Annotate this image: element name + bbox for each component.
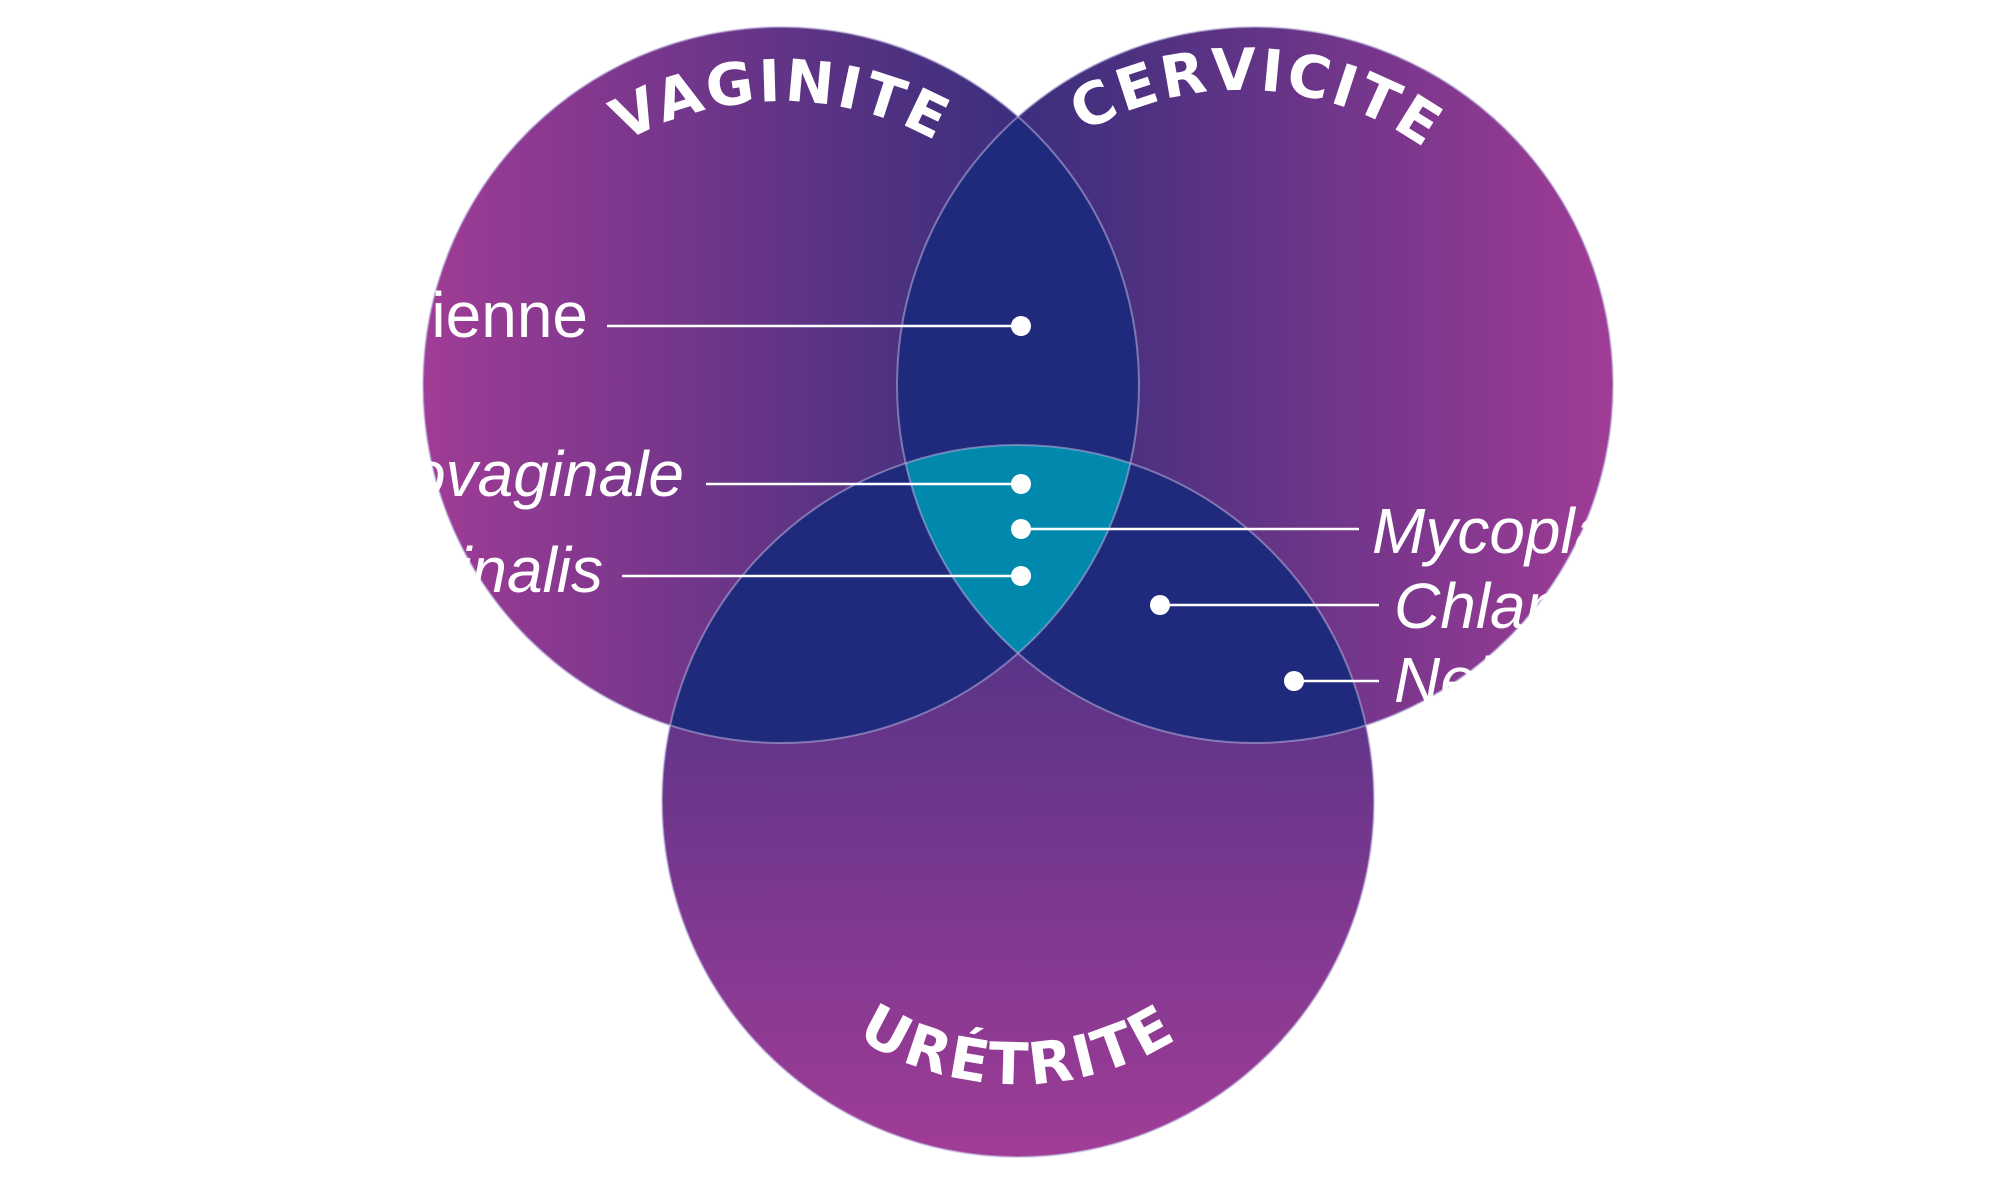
callout-trichomonas: inalis xyxy=(457,534,1031,606)
callout-vaginose: rienne xyxy=(410,279,1031,351)
callout-label-candidose: ovaginale xyxy=(410,438,684,510)
callout-label-chlamydia: Chlam xyxy=(1394,570,1579,642)
callout-label-neisseria: Nei xyxy=(1394,644,1492,716)
callout-label-mycoplasma: Mycopla xyxy=(1372,495,1610,567)
callout-label-vaginose: rienne xyxy=(410,279,588,351)
callout-mycoplasma: Mycopla xyxy=(1011,495,1610,567)
leader-dot-candidose xyxy=(1011,474,1031,494)
callout-neisseria: Nei xyxy=(1284,644,1492,716)
leader-dot-neisseria xyxy=(1284,671,1304,691)
leader-dot-chlamydia xyxy=(1150,595,1170,615)
callout-chlamydia: Chlam xyxy=(1150,570,1579,642)
leader-dot-mycoplasma xyxy=(1011,519,1031,539)
leader-dot-trichomonas xyxy=(1011,566,1031,586)
leader-dot-vaginose xyxy=(1011,316,1031,336)
outline-cervicite xyxy=(896,26,1614,744)
overlap-vaginite-uretrite xyxy=(662,445,1139,743)
outline-uretrite xyxy=(661,444,1375,1158)
callout-label-trichomonas: inalis xyxy=(457,534,603,606)
callout-candidose: ovaginale xyxy=(410,438,1031,510)
overlap-cervicite-uretrite xyxy=(897,445,1374,743)
outline-vaginite xyxy=(422,26,1140,744)
